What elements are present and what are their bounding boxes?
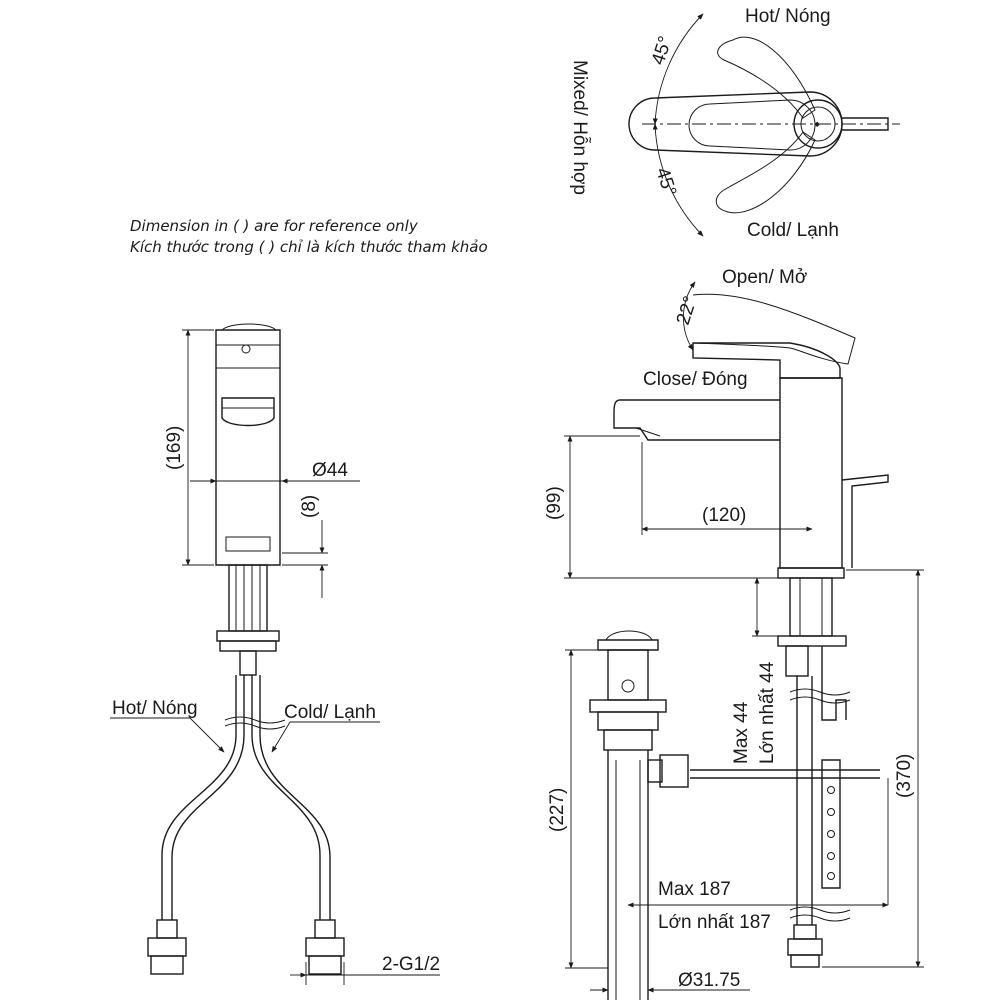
front-view-connection-label: 2-G1/2 — [382, 954, 440, 975]
side-view-spout — [613, 399, 780, 441]
side-view: 22° Open/ Mở Close/ Đóng (99) (120) Max … — [544, 267, 924, 1000]
front-view-body — [215, 329, 281, 566]
front-view-hot-label: Hot/ Nóng — [112, 698, 198, 719]
side-view-strap — [821, 759, 841, 889]
side-view-lever-open — [692, 293, 856, 365]
note-line-vietnamese: Kích thước trong ( ) chỉ là kích thước t… — [130, 238, 488, 256]
top-view-angle-upper: 45° — [648, 34, 677, 68]
front-view-cold-label: Cold/ Lạnh — [284, 702, 376, 723]
side-view-dim-spout-reach: (120) — [702, 505, 746, 526]
side-view-dim-spout-height: (99) — [544, 486, 565, 520]
top-view-cold-label: Cold/ Lạnh — [747, 220, 839, 241]
front-view-aerator — [221, 397, 275, 427]
note-line-english: Dimension in ( ) are for reference only — [130, 217, 419, 235]
side-view-dim-drain-height: (227) — [547, 788, 568, 832]
reference-note: Dimension in ( ) are for reference only … — [130, 217, 488, 256]
side-view-dim-max-depth-vi: Lớn nhất 187 — [658, 912, 771, 933]
top-view-hot-lever — [717, 36, 816, 119]
top-view-body — [628, 91, 843, 157]
front-view-dim-diameter: Ø44 — [312, 460, 348, 481]
top-view-cold-lever — [715, 131, 816, 214]
side-view-body — [779, 377, 843, 569]
side-view-open-label: Open/ Mở — [722, 267, 807, 288]
top-view: ◆ 45° 45° Hot/ Nóng Cold/ Lạnh Mixed/ Hỗ… — [569, 6, 900, 241]
side-view-handle — [692, 342, 841, 379]
side-view-dim-max-thickness-en: Max 44 — [731, 701, 752, 764]
side-view-close-label: Close/ Đóng — [643, 369, 748, 390]
front-view-hot-hose — [161, 675, 237, 920]
side-view-dim-total-height: (370) — [894, 754, 915, 798]
top-view-angle-lower: 45° — [651, 165, 680, 199]
front-view: Hot/ Nóng Cold/ Lạnh (169) Ø44 (8) 2-G1/… — [110, 323, 440, 985]
side-view-drain — [597, 639, 659, 651]
top-view-hot-label: Hot/ Nóng — [745, 6, 831, 27]
front-view-dim-base: (8) — [299, 495, 320, 518]
front-view-cold-hose — [251, 675, 321, 920]
side-view-dim-max-thickness-vi: Lớn nhất 44 — [757, 661, 778, 764]
side-view-dim-max-depth-en: Max 187 — [658, 879, 731, 900]
front-view-dim-height: (169) — [164, 426, 185, 470]
side-view-dim-drain-dia: Ø31.75 — [678, 970, 740, 991]
side-view-lever-angle: 22° — [673, 294, 702, 328]
top-view-mixed-label: Mixed/ Hỗn hợp — [569, 60, 591, 195]
